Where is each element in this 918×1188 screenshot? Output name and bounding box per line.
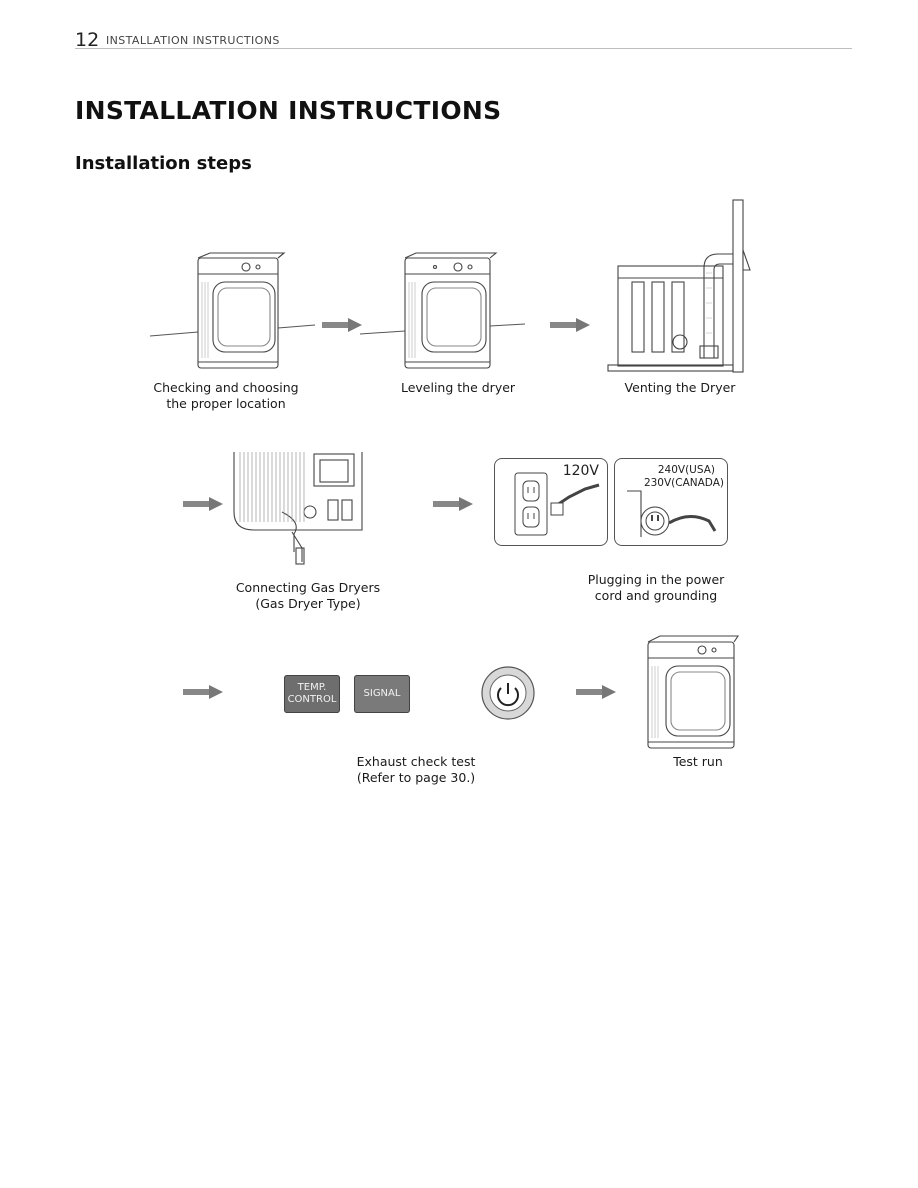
caption-line: the proper location	[166, 395, 286, 411]
signal-button: SIGNAL	[354, 675, 410, 713]
caption-line: (Gas Dryer Type)	[255, 595, 361, 611]
caption-line: (Refer to page 30.)	[356, 769, 476, 785]
step-caption-leveling: Leveling the dryer	[378, 380, 538, 396]
caption-line: Test run	[673, 754, 723, 769]
power-icon	[481, 666, 535, 720]
step-caption-gas: Connecting Gas Dryers (Gas Dryer Type)	[218, 580, 398, 611]
dryer-icon	[647, 635, 740, 749]
outlet-120v-panel: 120V	[494, 458, 608, 546]
page-number: 12	[75, 29, 100, 51]
voltage-label-120v: 120V	[562, 463, 599, 479]
voltage-label-240v-usa: 240V(USA)	[657, 464, 715, 476]
voltage-label-230v-canada: 230V(CANADA)	[643, 477, 724, 489]
step-caption-test-run: Test run	[648, 754, 748, 770]
caption-line: Leveling the dryer	[400, 380, 516, 395]
caption-line: Checking and choosing	[153, 380, 299, 395]
button-label: CONTROL	[287, 694, 337, 705]
caption-line: cord and grounding	[594, 587, 718, 603]
header-divider	[75, 48, 852, 49]
arrow-right-icon	[183, 497, 223, 511]
page-title: INSTALLATION INSTRUCTIONS	[75, 96, 502, 125]
button-label: SIGNAL	[363, 688, 401, 699]
dryer-location-figure	[149, 252, 316, 369]
caption-line: Exhaust check test	[356, 754, 476, 769]
arrow-right-icon	[576, 685, 616, 699]
caption-line: Connecting Gas Dryers	[235, 580, 381, 595]
temp-control-button: TEMP. CONTROL	[284, 675, 340, 713]
plug-icon	[627, 490, 717, 537]
step-caption-exhaust: Exhaust check test (Refer to page 30.)	[326, 754, 506, 785]
step-caption-location: Checking and choosing the proper locatio…	[136, 380, 316, 411]
dryer-venting-figure	[607, 199, 751, 373]
caption-line: Venting the Dryer	[624, 380, 736, 395]
gas-connection-figure	[233, 452, 363, 565]
arrow-right-icon	[550, 318, 590, 332]
running-header: INSTALLATION INSTRUCTIONS	[106, 34, 280, 47]
caption-line: Plugging in the power	[587, 572, 725, 587]
arrow-right-icon	[433, 497, 473, 511]
outlet-icon	[514, 472, 600, 536]
step-caption-venting: Venting the Dryer	[604, 380, 756, 396]
arrow-right-icon	[183, 685, 223, 699]
dryer-leveling-figure	[359, 252, 526, 369]
section-subtitle: Installation steps	[75, 153, 252, 174]
step-caption-power: Plugging in the power cord and grounding	[566, 572, 746, 603]
button-label: TEMP.	[297, 682, 327, 693]
arrow-right-icon	[322, 318, 362, 332]
outlet-240v-panel: 240V(USA) 230V(CANADA)	[614, 458, 728, 546]
